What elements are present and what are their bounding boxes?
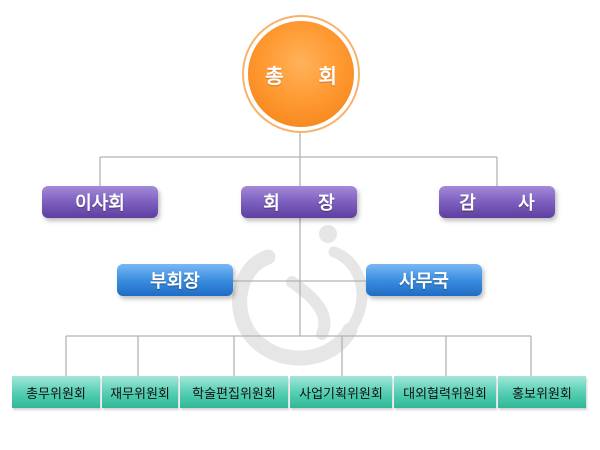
board-label: 이사회 <box>75 193 125 214</box>
auditor-node: 감 사 <box>439 186 555 218</box>
connectors <box>65 128 532 376</box>
vice-president-label: 부회장 <box>150 271 200 292</box>
committee-label: 재무위원회 <box>110 386 170 402</box>
general-meeting-label: 총 회 <box>265 63 351 88</box>
committee-academic-editing: 학술편집위원회 <box>180 376 288 408</box>
board-node: 이사회 <box>42 186 158 218</box>
committee-business-planning: 사업기획위원회 <box>290 376 392 408</box>
committee-external-cooperation: 대외협력위원회 <box>394 376 496 408</box>
committee-public-relations: 홍보위원회 <box>498 376 586 408</box>
secretariat-node: 사무국 <box>366 264 482 296</box>
secretariat-label: 사무국 <box>399 271 449 292</box>
committee-general-affairs: 총무위원회 <box>12 376 100 408</box>
watermark-logo <box>232 225 368 366</box>
committee-label: 대외협력위원회 <box>403 386 487 402</box>
president-node: 회 장 <box>241 186 357 218</box>
committee-label: 총무위원회 <box>26 386 86 402</box>
vice-president-node: 부회장 <box>117 264 233 296</box>
president-label: 회 장 <box>263 193 351 214</box>
committee-label: 홍보위원회 <box>512 386 572 402</box>
committee-label: 사업기획위원회 <box>299 386 383 402</box>
committee-finance: 재무위원회 <box>102 376 178 408</box>
committee-label: 학술편집위원회 <box>192 386 276 402</box>
general-meeting-node: 총 회 <box>248 21 354 127</box>
auditor-label: 감 사 <box>459 193 553 214</box>
